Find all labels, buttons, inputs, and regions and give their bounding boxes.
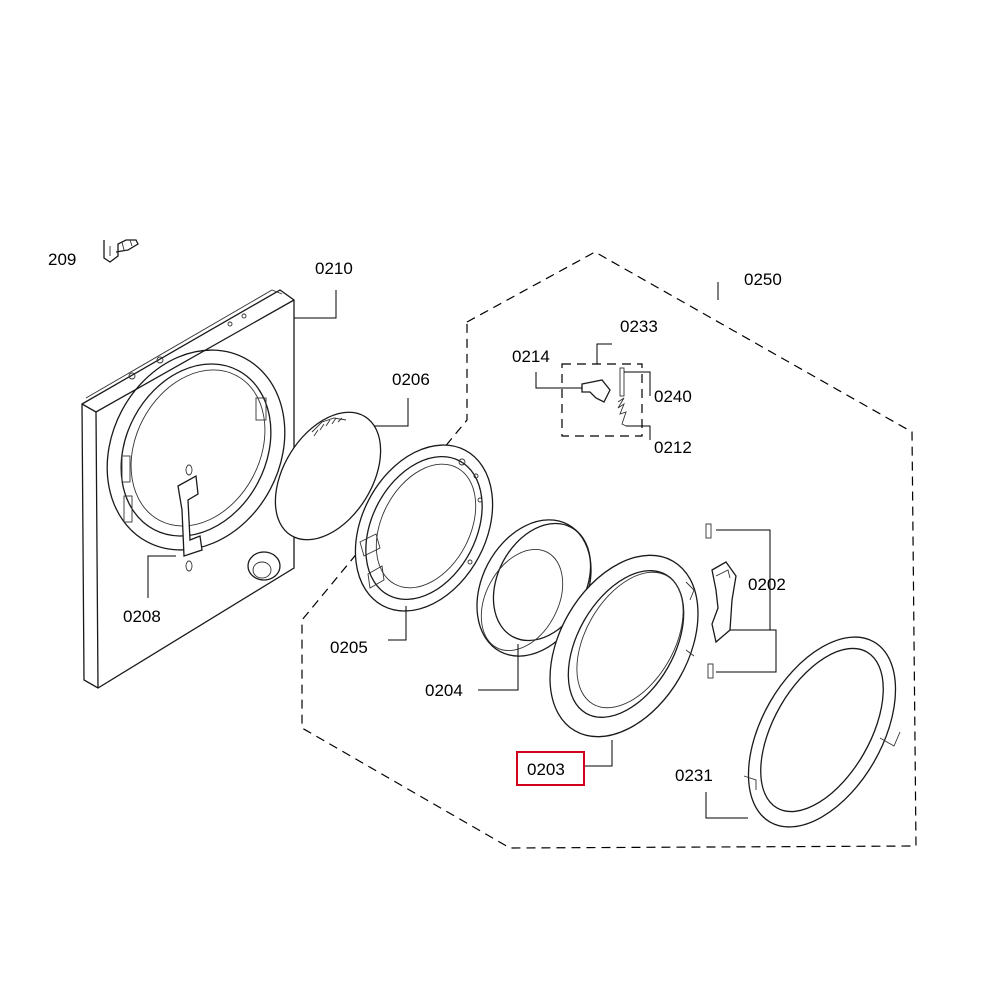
part-0214-latch-hook [581, 379, 611, 403]
label-0203: 0203 [527, 760, 565, 779]
highlight-box [516, 751, 585, 786]
part-0206-door-glass [274, 411, 382, 541]
label-0250: 0250 [744, 270, 782, 289]
label-0209: 209 [48, 250, 76, 269]
label-0204: 0204 [425, 681, 463, 700]
part-0202-hinge [705, 523, 737, 679]
part-0240-pin [619, 367, 625, 397]
part-0212-spring [617, 397, 627, 427]
label-0233: 0233 [620, 317, 658, 336]
part-0209-clip [103, 239, 139, 263]
label-0208: 0208 [123, 607, 161, 626]
label-0205: 0205 [330, 638, 368, 657]
label-0214: 0214 [512, 347, 550, 366]
label-0202: 0202 [748, 575, 786, 594]
label-0210: 0210 [315, 259, 353, 278]
leader-lines [147, 282, 777, 819]
label-0231: 0231 [675, 766, 713, 785]
part-0203-door-ring [549, 554, 699, 738]
label-0240: 0240 [654, 387, 692, 406]
label-0206: 0206 [392, 370, 430, 389]
part-0231-outer-ring [743, 636, 901, 828]
part-0208-handle [177, 464, 203, 572]
part-0205-inner-frame [354, 444, 494, 612]
label-0212: 0212 [654, 438, 692, 457]
